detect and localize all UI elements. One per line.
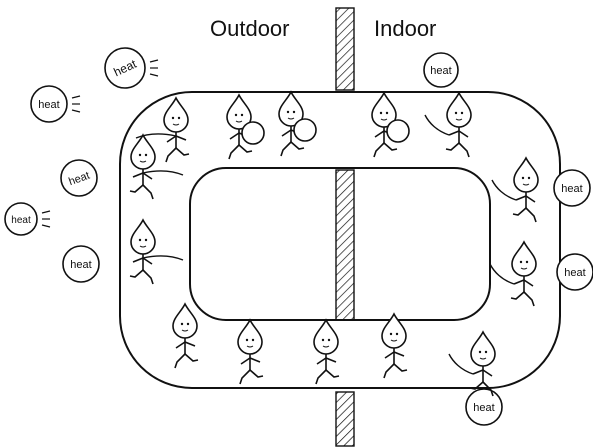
droplet-walker [490, 242, 536, 306]
heat-ball [242, 122, 264, 144]
heat-label: heat [564, 267, 585, 279]
droplet-walker-layer [130, 92, 538, 396]
heat-label: heat [70, 259, 91, 271]
droplet-walker [425, 93, 471, 157]
heat-token: heat [466, 389, 502, 425]
heat-token: heat [557, 254, 593, 290]
heat-label: heat [38, 99, 59, 111]
heat-token: heat [5, 203, 50, 235]
heat-label: heat [11, 215, 31, 226]
wall-middle [336, 170, 354, 320]
droplet-walker [130, 135, 183, 199]
droplet-walker [492, 158, 538, 222]
droplet-walker [173, 304, 198, 368]
heat-token: heat [554, 170, 590, 206]
droplet-walker [130, 220, 183, 284]
heat-label: heat [430, 65, 451, 77]
heat-token: heat [61, 160, 97, 196]
droplet-walker [449, 332, 495, 396]
heat-token: heat [63, 246, 99, 282]
droplet-walker [279, 92, 316, 156]
droplet-walker [238, 320, 263, 384]
droplet-walker [382, 314, 407, 378]
droplet-walker [227, 95, 264, 159]
droplet-walker [372, 93, 409, 157]
heat-token: heat [424, 53, 458, 87]
heat-token: heat [105, 48, 158, 88]
heat-ball [387, 120, 409, 142]
heat-ball [294, 119, 316, 141]
wall-bottom [336, 392, 354, 446]
heat-label: heat [473, 402, 494, 414]
heat-label: heat [561, 183, 582, 195]
heat-token: heat [31, 86, 80, 122]
droplet-walker [314, 320, 339, 384]
wall-top [336, 8, 354, 90]
